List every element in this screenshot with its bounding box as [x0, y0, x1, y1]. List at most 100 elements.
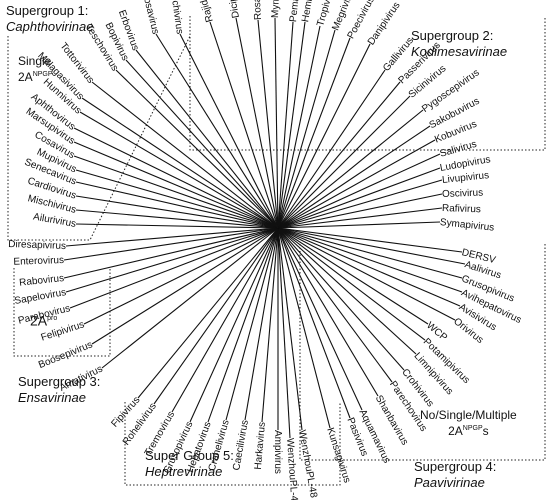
tree-branch [277, 227, 466, 265]
tree-branch [277, 95, 411, 229]
tree-branch [277, 227, 331, 429]
tree-branch [65, 227, 279, 247]
tree-branch [277, 227, 379, 397]
taxon-label: Oscivirus [442, 188, 483, 200]
tree-branch [73, 141, 279, 229]
tree-branch [79, 111, 279, 229]
tree-branch [277, 139, 436, 229]
tree-branch [69, 227, 279, 309]
tree-branch [179, 33, 279, 229]
tree-branch [135, 49, 279, 229]
tree-branch [277, 227, 429, 325]
taxon-label: Mosavirus [139, 0, 161, 35]
tree-branch [244, 227, 279, 421]
tree-branch [257, 19, 279, 229]
tree-branch [277, 227, 426, 341]
tree-branch [277, 227, 303, 431]
tree-branch [277, 227, 463, 253]
tree-branch [277, 227, 363, 411]
tree-branch [261, 227, 279, 423]
tree-branch [81, 97, 279, 229]
tree-branch [277, 179, 443, 229]
tree-branch [63, 227, 279, 279]
taxon-label: Myrropivirus [270, 0, 283, 18]
taxon-label: Enterovirus [13, 255, 64, 268]
tree-branch [207, 227, 279, 423]
supergroup-3-subtitle: Ensavirinae [18, 390, 86, 405]
tree-branch [277, 81, 401, 229]
sg3-box [13, 268, 111, 357]
tree-branch [91, 81, 279, 229]
tree-branch [155, 33, 279, 229]
supergroup-2-subtitle: Kodimesavirinae [411, 44, 508, 59]
taxon-label: Harkavirus [253, 422, 268, 471]
tree-branch [277, 227, 456, 321]
tree-branch [277, 69, 386, 229]
tree-branch [277, 21, 294, 229]
sg5-box [124, 402, 341, 486]
tree-branch [277, 227, 461, 307]
tree-branch [75, 195, 279, 229]
tree-branch [277, 207, 443, 229]
tree-branch [277, 153, 441, 229]
supergroup-4-title: Supergroup 4: Paavivirinae [414, 459, 497, 490]
tree-branch [153, 227, 279, 405]
tree-branch [73, 127, 279, 229]
tree-branch [75, 223, 279, 229]
tree-branch [75, 181, 279, 229]
taxon-label: Diresapivirus [8, 239, 66, 252]
tree-branch [83, 227, 279, 325]
tree-branch [277, 221, 441, 229]
taxon-label: Dicipivirus [223, 0, 242, 19]
tree-branch [277, 37, 351, 229]
tree-branch [101, 227, 279, 369]
tree-branch [171, 227, 279, 413]
tree-branch [277, 227, 417, 355]
taxon-label: Rabovirus [19, 273, 65, 289]
supergroup-5-subtitle: Heptrevirinae [145, 464, 223, 479]
tree-branch [277, 25, 321, 229]
taxon-label: Boosepivirus [37, 339, 94, 371]
tree-branch [277, 167, 441, 229]
taxon-label: Symapivirus [439, 217, 494, 234]
tree-branch [125, 59, 279, 229]
tree-branch [189, 227, 279, 423]
taxon-label: Rosavirus [251, 0, 264, 20]
tree-branch [277, 227, 463, 293]
tree-branch [274, 17, 279, 229]
taxon-label: Sapelovirus [14, 287, 67, 307]
tree-branch [277, 227, 351, 419]
supergroup-2-title: Supergroup 2: Kodimesavirinae [411, 28, 508, 59]
tree-branch [277, 227, 291, 439]
supergroup-5-title: Super Group 5: Heptrevirinae [145, 448, 234, 479]
taxon-label: WenzhouPL-47 [284, 438, 300, 500]
sg1-box [7, 35, 191, 241]
taxon-label: Rafivirus [442, 203, 481, 215]
tree-branch [277, 227, 393, 383]
tree-branch [277, 193, 443, 229]
supergroup-4-note: No/Single/Multiple 2ANPGPs [420, 408, 517, 438]
tree-branch [277, 227, 405, 371]
tree-branch [75, 209, 279, 229]
tree-branch [277, 227, 463, 279]
tree-branch [115, 69, 279, 229]
tree-branch [91, 227, 279, 345]
tree-branch [137, 227, 279, 399]
tree-branch [75, 169, 279, 229]
supergroup-3-title: Supergroup 3: Ensavirinae [18, 374, 101, 405]
tree-branch [277, 125, 431, 229]
tree-branch [235, 17, 279, 229]
supergroup-1-note: Single 2ANPGP [18, 54, 53, 84]
tree-branch [65, 227, 279, 293]
taxon-label: Caecilivirus [231, 419, 251, 471]
tree-branch [277, 21, 306, 229]
tree-branch [277, 43, 371, 229]
taxon-label: Livupivirus [441, 170, 489, 186]
taxon-label: Ampivirus [272, 430, 283, 474]
taxon-label: Torchivirus [167, 0, 185, 35]
sg2-box [189, 16, 546, 151]
tree-branch [277, 29, 336, 229]
taxon-label: Kunsagivirus [324, 426, 352, 484]
